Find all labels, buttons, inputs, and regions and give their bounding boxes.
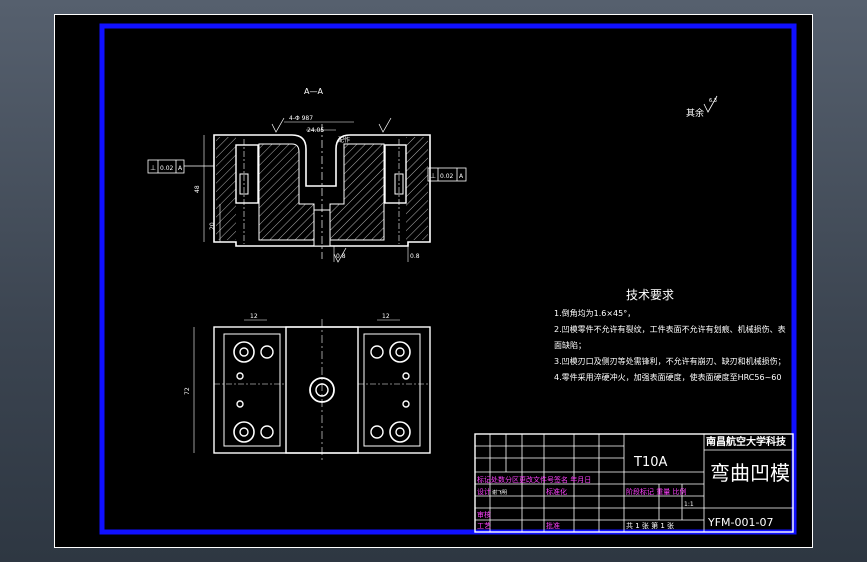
drawing-element [427,167,467,182]
material: T10A [633,455,667,470]
drawing-element [402,372,410,380]
plan-view: 72 12 12 [184,313,431,462]
drawing-element: 其余 [686,107,704,119]
drawing-element [406,137,428,240]
border-frame [99,23,797,535]
drawing-element [233,421,255,443]
dim-height: 48 [194,185,201,193]
drawing-element [235,144,259,204]
drawing-element: 谢飞明 [492,489,507,496]
drawing-element: 标准化 [546,487,567,496]
drawing-element [389,421,411,443]
dim-hole-spec: 4-Φ 987 [289,115,313,122]
dim-depth: 20 [209,222,216,230]
drawing-element [216,137,236,240]
drawing-element [389,341,411,363]
notes-title: 技术要求 [626,288,674,302]
note-5: 4.零件采用淬硬冲火，加强表面硬度，使表面硬度至HRC56~60 [554,372,781,382]
section-label: A—A [304,87,323,96]
dim-plan-height: 72 [184,387,191,395]
drawing-element: 批准 [546,521,560,530]
note-3: 面缺陷； [554,340,586,350]
drawing-element [239,427,249,437]
drawing-element [315,383,329,397]
drawing-element: 设计 [477,487,491,496]
drawing-element [370,345,384,359]
drawing-element: ⊥ [430,172,436,180]
school-name: 南昌航空大学科技 [706,435,787,448]
section-view: A—A 4-Φ 987 24.05 配作 48 [194,87,431,263]
drawing-element [329,143,385,241]
drawing-element: 共 1 张 第 1 张 [626,521,674,530]
title-block [474,433,794,533]
drawing-element [378,117,392,133]
drawing-sheet: A—A 4-Φ 987 24.05 配作 48 [54,14,813,548]
drawing-element [395,347,405,357]
note-1: 1.倒角均为1.6×45°， [554,308,635,318]
drawing-element [213,134,431,247]
drawing-element: 工艺 [477,522,491,530]
outer-frame [54,14,813,548]
drawing-element: 阶段标记 重量 比例 [626,487,686,496]
drawing-element: 0.02 [440,173,454,180]
tolerance-right: ⊥ 0.02 A [427,167,467,182]
header-row: 标记处数分区更改文件号签名 年月日 [477,475,591,484]
drawing-element [474,433,794,533]
technical-notes: 技术要求 1.倒角均为1.6×45°， 2.凹模零件不允许有裂纹，工件表面不允许… [554,288,786,382]
drawing-element [333,247,347,263]
drawing-canvas: A—A 4-Φ 987 24.05 配作 48 [54,14,813,548]
drawing-element: A [459,173,464,180]
drawing-element [271,117,285,133]
drawing-element: 6.3 [709,98,717,104]
roughness-rest: 其余 6.3 [686,95,718,119]
drawing-element: 0.02 [160,165,174,172]
drawing-element: ⊥ [150,164,156,172]
drawing-element [236,400,244,408]
drawing-element [703,95,718,113]
note-4: 3.凹模刃口及侧刃等处需锋利，不允许有崩刃、缺刃和机械损伤； [554,356,786,366]
drawing-element [395,427,405,437]
drawing-element [309,377,335,403]
drawing-element [239,347,249,357]
drawing-element [363,333,421,447]
dim-top-left: 12 [250,313,258,320]
part-name: 弯曲凹模 [710,461,790,485]
dim-center-note: 配作 [338,136,350,144]
drawing-element [260,345,274,359]
dim-top-right: 12 [382,313,390,320]
drawing-element [236,372,244,380]
drawing-element [260,425,274,439]
dim-width-top: 24.05 [307,127,324,134]
dim-bottom-mark: 0.8 [410,253,420,260]
drawing-element: A [178,165,183,172]
drawing-element [223,333,281,447]
drawing-element [384,144,407,204]
drawing-element: 审核 [477,510,491,519]
tolerance-left: ⊥ 0.02 A [147,159,214,174]
drawing-element [233,341,255,363]
drawing-number: YFM-001-07 [707,516,773,529]
drawing-element [147,159,185,174]
drawing-element [370,425,384,439]
drawing-element [402,400,410,408]
drawing-element: 1:1 [684,501,694,508]
note-2: 2.凹模零件不允许有裂纹，工件表面不允许有划痕、机械损伤、表 [554,324,786,334]
title-block-text: T10A 南昌航空大学科技 弯曲凹模 YFM-001-07 标记处数分区更改文件… [477,435,790,530]
